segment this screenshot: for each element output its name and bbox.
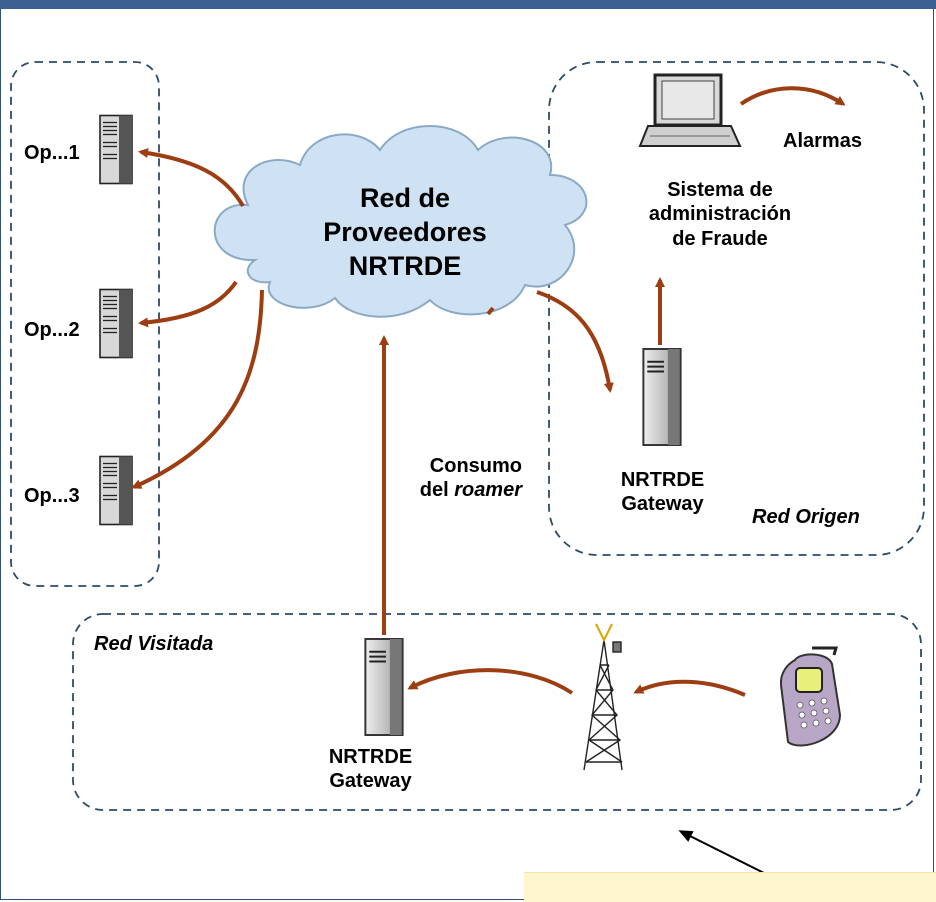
consumption-line2: del roamer: [398, 478, 522, 502]
cloud-icon: [213, 125, 588, 318]
visited-network-box: [72, 613, 922, 811]
consumption-line1: Consumo: [429, 455, 522, 477]
note-box: [524, 872, 936, 902]
operator-1-label: Op...1: [24, 142, 80, 164]
visited-gateway-label: NRTRDE Gateway: [308, 745, 433, 794]
consumption-line2-prefix: del: [419, 479, 455, 502]
callout-arrow: [678, 830, 769, 876]
arrow-cloud-to-op1: [138, 148, 245, 208]
operator-3-server-icon: [99, 455, 133, 526]
fraud-system-line2: administración: [648, 203, 792, 226]
consumption-line2-italic: roamer: [454, 479, 522, 502]
origin-network-box: [548, 61, 925, 556]
operator-3-label: Op...3: [24, 485, 80, 507]
cloud-label-line1: Red de: [359, 183, 451, 213]
operator-2-server-icon: [99, 288, 133, 359]
arrow-cloud-to-origin-gateway: [536, 290, 614, 393]
operators-group-box: [10, 61, 160, 587]
visited-network-label: Red Visitada: [94, 633, 214, 655]
small-arrow-mark: [486, 306, 495, 316]
fraud-system-line3: de Fraude: [672, 227, 768, 250]
fraud-system-label: Sistema de administración de Fraude: [625, 178, 815, 251]
origin-gateway-line2: Gateway: [621, 493, 704, 516]
cell-tower-icon: [583, 623, 623, 771]
visited-gateway-server-icon: [364, 638, 404, 736]
alarms-label: Alarmas: [783, 130, 862, 152]
fraud-system-line1: Sistema de: [667, 179, 773, 201]
arrow-phone-to-tower: [633, 679, 746, 697]
visited-gateway-line1: NRTRDE: [328, 746, 413, 768]
origin-network-label: Red Origen: [752, 506, 860, 528]
operator-1-server-icon: [99, 114, 133, 185]
operator-2-label: Op...2: [24, 319, 80, 341]
cloud-label-line2: Proveedores: [323, 216, 487, 247]
origin-gateway-label: NRTRDE Gateway: [600, 468, 725, 517]
origin-gateway-server-icon: [642, 348, 682, 446]
arrow-fraud-to-alarms: [739, 86, 846, 106]
consumption-label: Consumo del roamer: [398, 454, 522, 503]
cloud-label-line3: NRTRDE: [348, 250, 462, 281]
mobile-phone-icon: [779, 646, 842, 747]
visited-gateway-line2: Gateway: [329, 770, 412, 793]
cloud-label: Red de Proveedores NRTRDE: [300, 182, 510, 283]
arrow-cloud-to-op3: [131, 289, 264, 489]
origin-gateway-line1: NRTRDE: [620, 469, 705, 491]
arrow-tower-to-gateway: [407, 668, 574, 695]
arrow-cloud-to-op2: [138, 280, 238, 328]
top-bar: [0, 0, 936, 9]
laptop-icon: [638, 73, 742, 147]
